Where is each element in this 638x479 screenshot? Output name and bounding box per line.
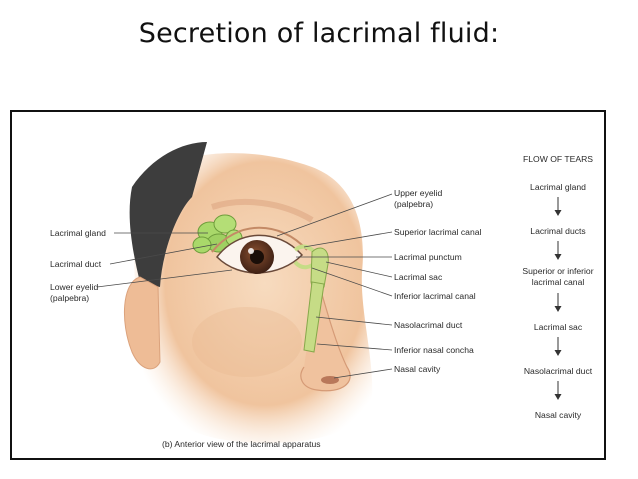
label-upper-eyelid: Upper eyelid — [394, 188, 442, 198]
cheek-shadow — [192, 307, 302, 377]
flow-arrow-icon — [554, 293, 562, 312]
label-inferior-nasal-concha: Inferior nasal concha — [394, 345, 474, 355]
leader-lacrimal-duct — [109, 243, 218, 265]
face-illustration — [123, 142, 373, 443]
leader-sac — [325, 261, 393, 278]
flow-step-nasolacrimal-duct: Nasolacrimal duct — [524, 366, 593, 376]
lacrimal-apparatus-figure: Lacrimal gland Lacrimal duct Lower eyeli… — [50, 142, 594, 449]
eye-highlight — [248, 248, 254, 254]
leader-inferior-concha — [316, 343, 393, 351]
label-lower-eyelid-palpebra: (palpebra) — [50, 293, 89, 303]
leader-lines — [96, 193, 393, 379]
figure-caption: (b) Anterior view of the lacrimal appara… — [162, 439, 321, 449]
leader-lower-eyelid — [96, 269, 233, 288]
leader-superior-canal — [303, 231, 393, 248]
left-labels: Lacrimal gland Lacrimal duct Lower eyeli… — [50, 228, 106, 303]
flow-step-lacrimal-sac: Lacrimal sac — [534, 322, 583, 332]
label-upper-eyelid-palpebra: (palpebra) — [394, 199, 433, 209]
flow-step-canal-line1: Superior or inferior — [522, 266, 593, 276]
flow-step-nasal-cavity: Nasal cavity — [535, 410, 582, 420]
eye-illustration — [211, 226, 308, 274]
flow-heading: FLOW OF TEARS — [523, 154, 593, 164]
label-nasolacrimal-duct: Nasolacrimal duct — [394, 320, 463, 330]
eyebrow-shadow — [211, 198, 314, 223]
pupil — [250, 250, 264, 264]
slide-title: Secretion of lacrimal fluid: — [138, 18, 500, 49]
nostril — [321, 376, 339, 384]
leader-upper-eyelid — [276, 193, 393, 237]
leader-nasolacrimal-duct — [315, 316, 393, 326]
label-lacrimal-duct: Lacrimal duct — [50, 259, 102, 269]
flow-arrow-icon — [554, 241, 562, 260]
flow-step-canal-line2: lacrimal canal — [532, 277, 585, 287]
label-inferior-lacrimal-canal: Inferior lacrimal canal — [394, 291, 476, 301]
leader-nasal-cavity — [333, 368, 393, 379]
label-lacrimal-sac: Lacrimal sac — [394, 272, 443, 282]
flow-step-lacrimal-gland: Lacrimal gland — [530, 182, 586, 192]
label-lacrimal-punctum: Lacrimal punctum — [394, 252, 462, 262]
hair — [129, 142, 207, 287]
flow-arrow-icon — [554, 197, 562, 216]
nasolacrimal-duct-shape — [303, 281, 325, 353]
ear — [123, 276, 161, 370]
right-labels: Upper eyelid (palpebra) Superior lacrima… — [394, 188, 481, 374]
label-superior-lacrimal-canal: Superior lacrimal canal — [394, 227, 481, 237]
flow-arrow-icon — [554, 381, 562, 400]
leader-inferior-canal — [311, 267, 393, 297]
flow-arrow-icon — [554, 337, 562, 356]
label-lower-eyelid: Lower eyelid — [50, 282, 98, 292]
flow-of-tears: FLOW OF TEARS Lacrimal gland Lacrimal du… — [522, 154, 593, 420]
label-lacrimal-gland: Lacrimal gland — [50, 228, 106, 238]
label-nasal-cavity: Nasal cavity — [394, 364, 441, 374]
flow-step-lacrimal-ducts: Lacrimal ducts — [530, 226, 585, 236]
figure-frame: Lacrimal gland Lacrimal duct Lower eyeli… — [10, 110, 606, 460]
upper-eyelid-crease — [211, 226, 308, 253]
